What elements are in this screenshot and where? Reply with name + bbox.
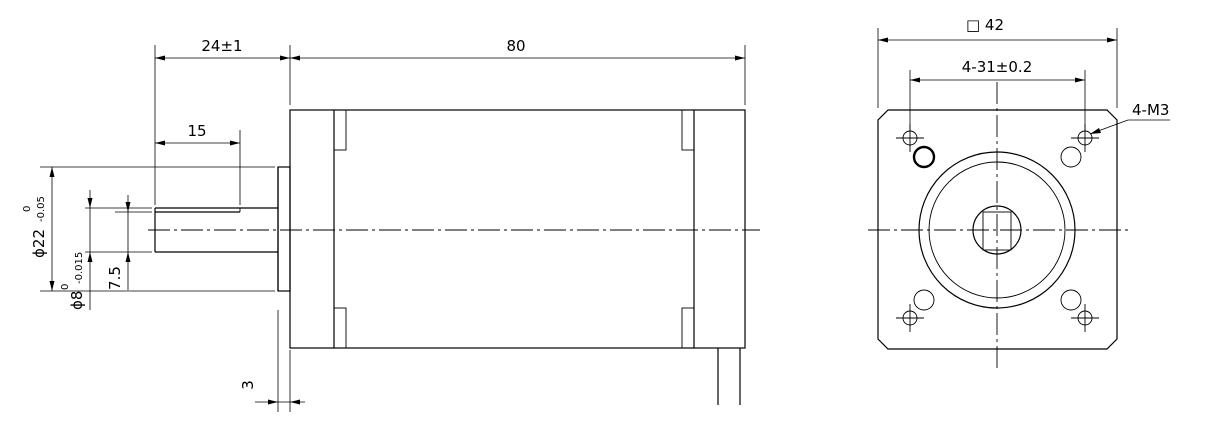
front-flange-square	[877, 109, 1118, 350]
dim-flat-length: 15	[155, 122, 240, 146]
dim-boss-phi-label: ϕ22	[30, 229, 48, 258]
extension-lines	[40, 45, 746, 412]
dim-shaft-length-label: 24±1	[201, 37, 242, 55]
dim-shaft-tol-upper: 0	[60, 284, 71, 290]
front-view: □ 42 4-31±0.2 4-M3	[868, 16, 1170, 368]
dim-flat-length-label: 15	[187, 122, 206, 140]
dim-body-length-label: 80	[506, 37, 525, 55]
dim-shaft-diameter: ϕ8 0 -0.015	[60, 190, 93, 310]
dim-flange-thickness-label: 3	[239, 380, 257, 390]
dim-flat-height: 7.5	[106, 195, 131, 290]
bolt-head-bl	[913, 289, 935, 311]
dim-boss-diameter: ϕ22 0 -0.05	[22, 167, 55, 291]
dim-flange-thickness: 3	[239, 380, 305, 405]
dim-hole-callout-label: 4-M3	[1132, 101, 1169, 119]
dim-shaft-phi-label: ϕ8	[68, 291, 86, 310]
dim-hole-spacing-label: 4-31±0.2	[962, 58, 1032, 76]
dim-boss-tol-upper: 0	[22, 206, 33, 212]
dim-boss-tol-lower: -0.05	[36, 196, 47, 222]
dim-square-size: □ 42	[878, 16, 1117, 43]
dim-body-length: 80	[290, 37, 745, 61]
motor-body	[289, 109, 746, 349]
side-view: 24±1 80 15 3 7.5	[22, 37, 760, 412]
flange-boss	[277, 166, 291, 292]
dim-hole-callout: 4-M3	[1089, 101, 1170, 135]
mounting-hole-br	[1071, 304, 1099, 332]
dim-hole-spacing: 4-31±0.2	[910, 58, 1085, 83]
dim-flat-height-label: 7.5	[106, 266, 124, 290]
dim-shaft-tol-lower: -0.015	[74, 252, 85, 284]
mounting-hole-bl	[896, 304, 924, 332]
lead-wires	[717, 348, 741, 405]
bolt-head-br	[1060, 289, 1082, 311]
dim-square-size-label: □ 42	[966, 16, 1004, 34]
bolt-head-tl	[912, 145, 936, 169]
bolt-head-tr	[1060, 146, 1082, 168]
dim-shaft-length: 24±1	[155, 37, 290, 61]
